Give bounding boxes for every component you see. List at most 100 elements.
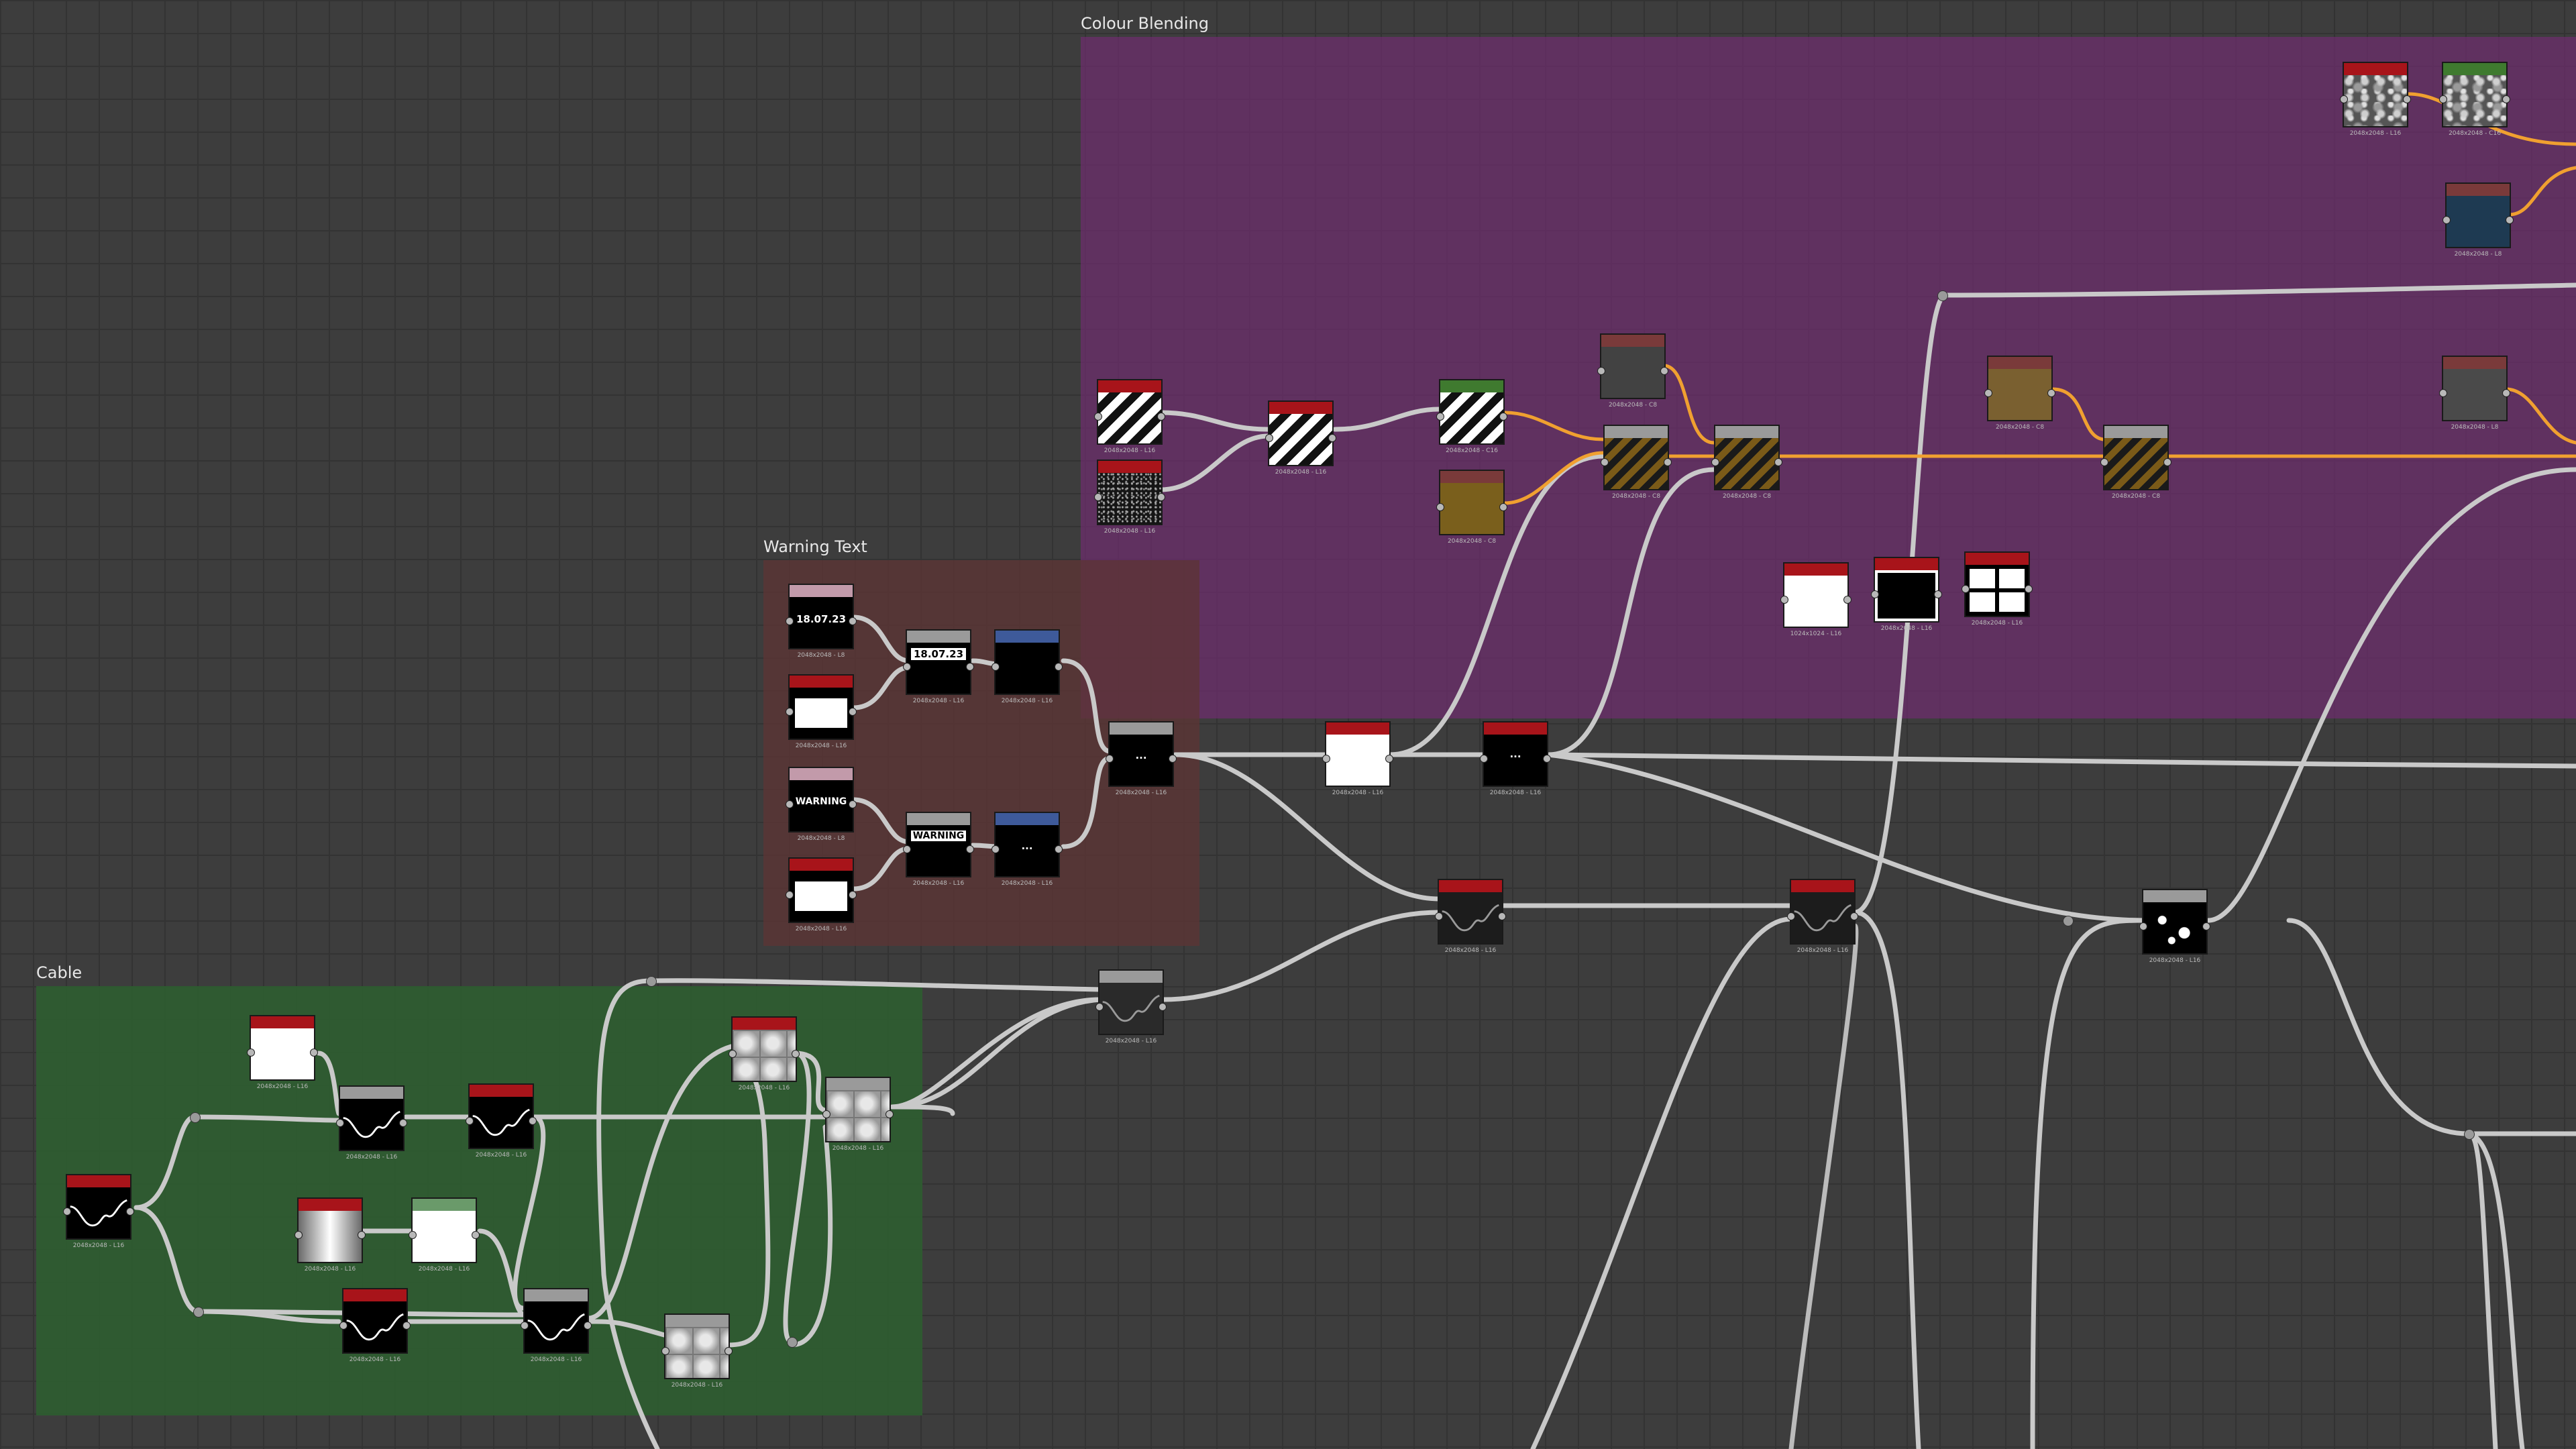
input-port[interactable] — [1871, 590, 1879, 598]
input-port[interactable] — [1095, 1003, 1104, 1011]
node-curve-mask-2[interactable]: 2048x2048 - L16 — [1787, 879, 1858, 954]
output-port[interactable] — [402, 1322, 411, 1330]
reroute-dot[interactable] — [1937, 290, 1948, 301]
input-port[interactable] — [729, 1050, 737, 1058]
input-port[interactable] — [521, 1322, 529, 1330]
output-port[interactable] — [849, 800, 857, 808]
node-white-square[interactable]: 1024x1024 - L16 — [1780, 562, 1851, 637]
output-port[interactable] — [2047, 389, 2055, 397]
reroute-dot[interactable] — [2464, 1129, 2475, 1140]
node-stripes-colorize[interactable]: 2048x2048 - C16 — [1436, 379, 1507, 454]
output-port[interactable] — [849, 891, 857, 899]
input-port[interactable] — [1094, 493, 1102, 501]
input-port[interactable] — [786, 800, 794, 808]
output-port[interactable] — [1055, 845, 1063, 853]
input-port[interactable] — [1435, 912, 1443, 920]
node-blend-amber-1[interactable]: 2048x2048 - C8 — [1601, 425, 1672, 500]
input-port[interactable] — [786, 617, 794, 625]
input-port[interactable] — [1601, 458, 1609, 466]
output-port[interactable] — [966, 845, 974, 853]
input-port[interactable] — [294, 1231, 303, 1239]
output-port[interactable] — [1498, 912, 1506, 920]
node-cable-curve-3[interactable]: 2048x2048 - L16 — [339, 1288, 411, 1363]
input-port[interactable] — [903, 845, 911, 853]
output-port[interactable] — [126, 1208, 134, 1216]
node-warning-merge[interactable]: ... 2048x2048 - L16 — [1106, 721, 1177, 796]
input-port[interactable] — [991, 845, 1000, 853]
input-port[interactable] — [661, 1347, 669, 1355]
node-date-output[interactable]: 2048x2048 - L16 — [991, 629, 1063, 704]
output-port[interactable] — [529, 1117, 537, 1125]
node-cable-white-2[interactable]: 2048x2048 - L16 — [409, 1197, 480, 1273]
node-cable-curve-src[interactable]: 2048x2048 - L16 — [63, 1174, 134, 1249]
node-cable-white-1[interactable]: 2048x2048 - L16 — [247, 1015, 318, 1090]
output-port[interactable] — [849, 708, 857, 716]
output-port[interactable] — [2163, 458, 2171, 466]
output-port[interactable] — [2025, 585, 2033, 593]
frame-warning-text-title[interactable]: Warning Text — [763, 537, 867, 556]
output-port[interactable] — [792, 1050, 800, 1058]
node-text-date[interactable]: 18.07.23 2048x2048 - L8 — [786, 584, 857, 659]
node-cable-tiles-3[interactable]: 2048x2048 - L16 — [661, 1313, 733, 1389]
node-colour-olive[interactable]: 2048x2048 - C8 — [1984, 356, 2055, 431]
output-port[interactable] — [1543, 755, 1551, 763]
output-port[interactable] — [1055, 663, 1063, 671]
node-warning-output[interactable]: ... 2048x2048 - L16 — [991, 812, 1063, 887]
node-stripes-blend[interactable]: 2048x2048 - L16 — [1265, 400, 1336, 476]
node-bar-2[interactable]: 2048x2048 - L16 — [786, 857, 857, 932]
output-port[interactable] — [966, 663, 974, 671]
node-text-warning[interactable]: WARNING 2048x2048 - L8 — [786, 767, 857, 842]
input-port[interactable] — [1787, 912, 1795, 920]
input-port[interactable] — [339, 1322, 347, 1330]
node-rock-2[interactable]: 2048x2048 - C16 — [2439, 62, 2510, 137]
output-port[interactable] — [1664, 458, 1672, 466]
node-colour-dark-grey[interactable]: 2048x2048 - L8 — [2439, 356, 2510, 431]
output-port[interactable] — [584, 1322, 592, 1330]
input-port[interactable] — [2439, 95, 2447, 103]
node-cable-tiles-1[interactable]: 2048x2048 - L16 — [729, 1016, 800, 1091]
output-port[interactable] — [2403, 95, 2411, 103]
output-port[interactable] — [2502, 95, 2510, 103]
output-port[interactable] — [1157, 413, 1165, 421]
reroute-dot[interactable] — [787, 1337, 798, 1348]
output-port[interactable] — [2502, 389, 2510, 397]
node-blend-amber-2[interactable]: 2048x2048 - C8 — [1711, 425, 1782, 500]
input-port[interactable] — [409, 1231, 417, 1239]
output-port[interactable] — [310, 1049, 318, 1057]
input-port[interactable] — [2439, 389, 2447, 397]
output-port[interactable] — [472, 1231, 480, 1239]
input-port[interactable] — [336, 1119, 344, 1127]
node-cable-merge[interactable]: 2048x2048 - L16 — [1095, 969, 1167, 1044]
reroute-dot[interactable] — [193, 1307, 204, 1318]
input-port[interactable] — [1322, 755, 1330, 763]
input-port[interactable] — [2139, 922, 2147, 930]
input-port[interactable] — [1436, 503, 1444, 511]
output-port[interactable] — [1850, 912, 1858, 920]
output-port[interactable] — [1169, 755, 1177, 763]
input-port[interactable] — [903, 663, 911, 671]
reroute-dot[interactable] — [190, 1112, 201, 1123]
input-port[interactable] — [786, 891, 794, 899]
input-port[interactable] — [1265, 434, 1273, 442]
output-port[interactable] — [1660, 367, 1668, 375]
output-port[interactable] — [1843, 596, 1851, 604]
output-port[interactable] — [1385, 755, 1393, 763]
input-port[interactable] — [1094, 413, 1102, 421]
input-port[interactable] — [2340, 95, 2348, 103]
output-port[interactable] — [1499, 413, 1507, 421]
frame-colour-blending-title[interactable]: Colour Blending — [1081, 14, 1209, 33]
node-blend-amber-3[interactable]: 2048x2048 - C8 — [2100, 425, 2171, 500]
node-curve-mask-1[interactable]: 2048x2048 - L16 — [1435, 879, 1506, 954]
node-noise[interactable]: 2048x2048 - L16 — [1094, 460, 1165, 535]
input-port[interactable] — [1962, 585, 1970, 593]
input-port[interactable] — [2443, 216, 2451, 224]
node-cable-curve-4[interactable]: 2048x2048 - L16 — [521, 1288, 592, 1363]
node-black-output[interactable]: ... 2048x2048 - L16 — [1480, 721, 1551, 796]
output-port[interactable] — [849, 617, 857, 625]
input-port[interactable] — [1597, 367, 1605, 375]
node-stripes[interactable]: 2048x2048 - L16 — [1094, 379, 1165, 454]
input-port[interactable] — [822, 1110, 830, 1118]
input-port[interactable] — [1780, 596, 1788, 604]
input-port[interactable] — [786, 708, 794, 716]
